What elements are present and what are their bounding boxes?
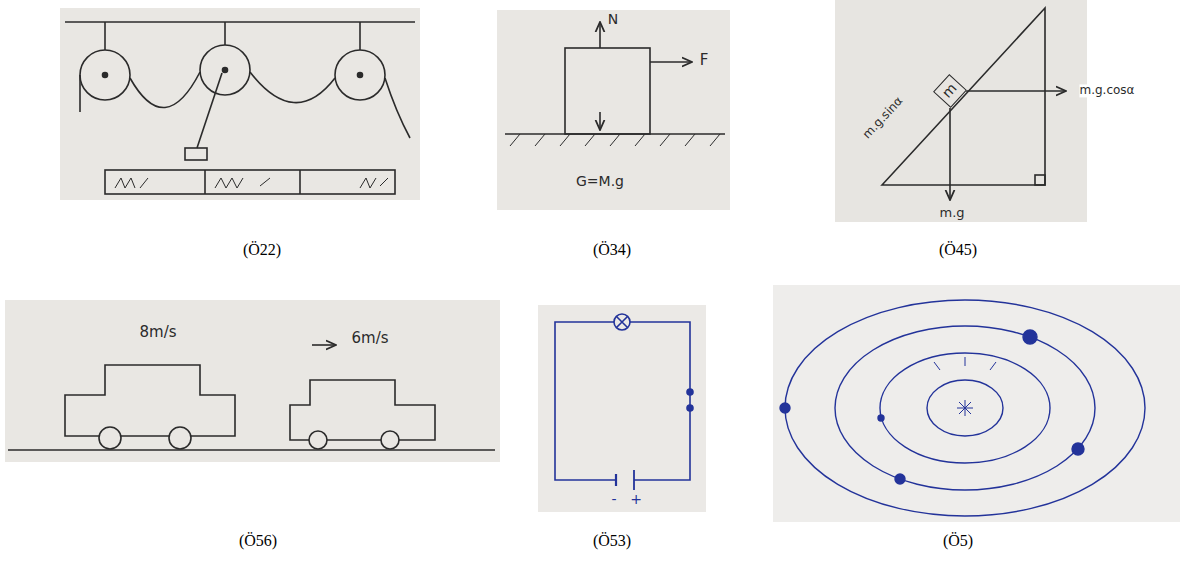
planet <box>1072 443 1084 455</box>
scribble <box>115 178 148 188</box>
force-label: G=M.g <box>576 174 624 189</box>
wire <box>555 322 616 480</box>
plank <box>105 170 395 194</box>
weight-arrow <box>599 112 601 130</box>
incline-triangle <box>882 8 1045 185</box>
car-wheel <box>381 431 399 449</box>
figure-caption: (Ö34) <box>593 241 631 259</box>
electric-circuit <box>555 314 693 490</box>
figure-caption: (Ö5) <box>943 532 973 550</box>
weight-arrow <box>949 108 951 200</box>
velocity-arrow <box>312 344 336 346</box>
photo-ground <box>497 10 730 210</box>
switch-contact <box>687 405 693 411</box>
car-body <box>290 380 435 440</box>
normal-force-arrow <box>599 22 601 48</box>
road-line <box>8 449 495 451</box>
orbit <box>785 300 1145 516</box>
figure-caption: (Ö45) <box>939 241 977 259</box>
lamp-symbol <box>614 314 630 330</box>
photo-ground <box>5 300 500 462</box>
photo-ground <box>773 285 1180 522</box>
rope <box>250 72 335 103</box>
inclined-plane <box>882 8 1066 200</box>
orbit-model <box>780 300 1145 516</box>
polarity-sign: - <box>611 492 616 507</box>
figure-caption: (Ö56) <box>239 532 277 550</box>
figure-caption: (Ö53) <box>593 532 631 550</box>
ground-hatch <box>510 134 720 146</box>
battery-plate <box>615 474 617 486</box>
hanging-weight <box>185 148 207 160</box>
pulley-axle <box>358 73 363 78</box>
node-text: m <box>940 81 961 101</box>
car-wheel <box>169 427 191 449</box>
sun-star <box>957 400 973 416</box>
planet <box>878 415 884 421</box>
plank-divider <box>204 170 206 194</box>
hanger-line <box>224 22 226 45</box>
planet <box>780 403 790 413</box>
pulley-wheel <box>200 45 250 95</box>
switch-contact <box>687 389 693 395</box>
sketch-mark <box>934 357 996 370</box>
orbit <box>835 326 1095 490</box>
photo-ground <box>60 8 420 200</box>
two-cars <box>8 345 495 450</box>
speed-label: 8m/s <box>139 324 176 341</box>
rope <box>79 75 81 112</box>
pulley-wheel <box>80 50 130 100</box>
figure-caption: (Ö22) <box>243 241 281 259</box>
planet <box>895 474 905 484</box>
rope <box>385 78 410 138</box>
scribble <box>360 178 388 188</box>
wire <box>630 322 690 480</box>
photo-ground <box>538 305 706 512</box>
polarity-sign: + <box>630 492 642 507</box>
orbit <box>927 380 1003 436</box>
right-angle-mark <box>1035 175 1045 185</box>
pulley-axle <box>223 68 228 73</box>
block-forces <box>505 22 725 146</box>
force-label: m.g <box>939 206 964 220</box>
planet <box>1023 330 1037 344</box>
plank-divider <box>299 170 301 194</box>
force-label: N <box>608 12 618 27</box>
hanger-line <box>359 22 361 50</box>
battery-plate <box>633 470 635 490</box>
lamp-cross <box>617 317 628 328</box>
pulley-wheel <box>335 50 385 100</box>
car-wheel <box>309 431 327 449</box>
speed-label: 6m/s <box>351 330 388 347</box>
photo-ground <box>835 0 1087 222</box>
ceiling-line <box>65 21 415 23</box>
force-component-arrow <box>966 90 1066 92</box>
pulley-axle <box>103 73 108 78</box>
force-label: m.g.cosα <box>1079 84 1134 97</box>
block <box>565 48 650 134</box>
force-label: F <box>700 52 709 69</box>
scribble <box>215 178 270 188</box>
rope <box>130 72 200 108</box>
hanger-line <box>104 22 106 50</box>
orbit <box>880 353 1050 463</box>
applied-force-arrow <box>650 61 692 63</box>
car-body <box>65 365 235 436</box>
pulley-system <box>65 22 415 194</box>
weight-string <box>197 73 222 148</box>
car-wheel <box>99 427 121 449</box>
